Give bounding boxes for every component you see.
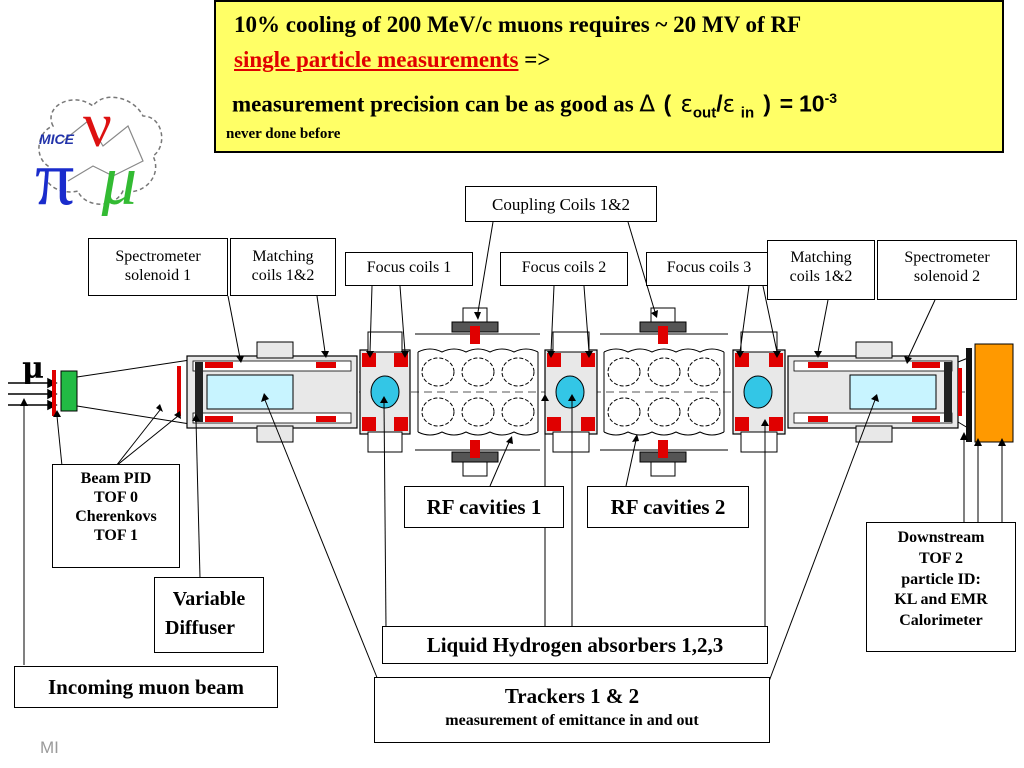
header-line-3: measurement precision can be as good as …	[232, 90, 837, 121]
liquid-hydrogen-absorbers-label: Liquid Hydrogen absorbers 1,2,3	[382, 626, 768, 664]
logo-mu-glyph: μ	[100, 140, 137, 216]
absorber-focus-module-2	[544, 331, 598, 453]
in-subscript: in	[740, 104, 755, 122]
delta-symbol: Δ	[639, 91, 656, 118]
paren-close: )	[759, 92, 774, 119]
header-line-4: never done before	[226, 126, 341, 142]
tracker-2	[849, 374, 937, 410]
header-panel: 10% cooling of 200 MeV/c muons requires …	[214, 0, 1004, 153]
beam-envelope-lines	[76, 359, 191, 425]
downstream-line-2: TOF 2	[918, 549, 963, 567]
absorber-focus-module-3	[732, 331, 786, 453]
header-line-1: 10% cooling of 200 MeV/c muons requires …	[234, 12, 802, 37]
focus-coils-2-label: Focus coils 2	[500, 252, 628, 286]
spectrometer-1-line-1: Spectrometer	[115, 248, 201, 265]
footer-slide-text: MI	[40, 738, 59, 757]
tracker-1	[206, 374, 294, 410]
trackers-label: Trackers 1 & 2 measurement of emittance …	[374, 677, 770, 743]
matching-coils-2-label: Matching coils 1&2	[767, 240, 875, 300]
matching-2-line-2: coils 1&2	[789, 267, 853, 285]
logo-nu-glyph: ν	[83, 89, 112, 160]
spectrometer-solenoid-2	[787, 341, 959, 443]
emr-calorimeter	[974, 343, 1014, 443]
coupling-coils-label: Coupling Coils 1&2	[465, 186, 657, 222]
leader-arrowheads	[20, 310, 1006, 446]
lh2-absorber-1	[370, 375, 400, 409]
lh2-absorber-2	[555, 375, 585, 409]
trackers-title: Trackers 1 & 2	[504, 684, 640, 708]
logo-mice-text: MICE	[39, 131, 75, 147]
spectrometer-1-line-2: solenoid 1	[124, 266, 192, 284]
out-subscript: out	[692, 104, 717, 122]
lh2-absorber-3	[743, 375, 773, 409]
tof1-red-bar	[177, 366, 181, 416]
coupling-coil-1	[451, 307, 499, 477]
tof0-red-bar	[52, 370, 56, 416]
beam-pid-line-2: TOF 0	[93, 488, 138, 506]
beam-pid-line-3: Cherenkovs	[75, 507, 157, 525]
beam-pid-line-4: TOF 1	[93, 526, 138, 544]
cherenkov-green-box	[60, 370, 78, 412]
epsilon-out-symbol: ε	[680, 91, 693, 118]
spectrometer-2-line-2: solenoid 2	[913, 267, 981, 285]
downstream-line-5: Calorimeter	[899, 612, 983, 630]
spectrometer-solenoid-2-label: Spectrometer solenoid 2	[877, 240, 1017, 300]
matching-2-line-1: Matching	[790, 249, 852, 266]
slash: /	[716, 90, 723, 117]
equals-sign: =	[779, 92, 794, 119]
tof2-red-bar	[958, 368, 962, 416]
spectrometer-solenoid-1-label: Spectrometer solenoid 1	[88, 238, 228, 296]
matching-1-line-1: Matching	[252, 248, 314, 265]
incoming-beam-arrows	[8, 377, 58, 411]
rf-cavities-2-label: RF cavities 2	[587, 486, 749, 528]
epsilon-in-symbol: ε	[722, 91, 736, 118]
single-particle-link[interactable]: single particle measurements	[234, 47, 519, 72]
beam-pid-label: Beam PID TOF 0 Cherenkovs TOF 1	[52, 464, 180, 568]
downstream-line-1: Downstream	[897, 529, 985, 546]
downstream-line-4: KL and EMR	[894, 591, 988, 609]
coupling-coil-2	[639, 307, 687, 477]
rf-cavities-1-label: RF cavities 1	[404, 486, 564, 528]
downstream-line-3: particle ID:	[901, 570, 981, 588]
ten-base: 10	[799, 90, 825, 117]
diffuser-line-1: Variable	[172, 588, 246, 610]
precision-text: measurement precision can be as good as	[232, 91, 634, 117]
spectrometer-2-line-1: Spectrometer	[904, 249, 990, 266]
exponent: -3	[824, 90, 838, 106]
leader-lines	[23, 221, 1003, 685]
absorber-focus-module-1	[359, 331, 411, 453]
spectrometer-solenoid-1	[186, 341, 358, 443]
matching-1-line-2: coils 1&2	[251, 266, 315, 284]
header-line-2: single particle measurements =>	[228, 47, 550, 73]
kl-detector-bar	[966, 348, 972, 442]
downstream-pid-label: Downstream TOF 2 particle ID: KL and EMR…	[866, 522, 1016, 652]
focus-coils-1-label: Focus coils 1	[345, 252, 473, 286]
arrow-symbol: =>	[524, 47, 551, 72]
matching-coils-1-label: Matching coils 1&2	[230, 238, 336, 296]
logo-pi-glyph: π	[35, 134, 74, 216]
variable-diffuser-label: Variable Diffuser	[154, 577, 264, 653]
mice-logo: MICE π ν μ	[33, 86, 173, 221]
diffuser-line-2: Diffuser	[165, 617, 235, 639]
focus-coils-3-label: Focus coils 3	[646, 252, 772, 286]
paren-open: (	[660, 92, 675, 119]
incoming-muon-beam-label: Incoming muon beam	[14, 666, 278, 708]
trackers-subtitle: measurement of emittance in and out	[445, 711, 699, 729]
muon-symbol: μ	[22, 351, 44, 386]
beam-pid-line-1: Beam PID	[80, 470, 152, 487]
